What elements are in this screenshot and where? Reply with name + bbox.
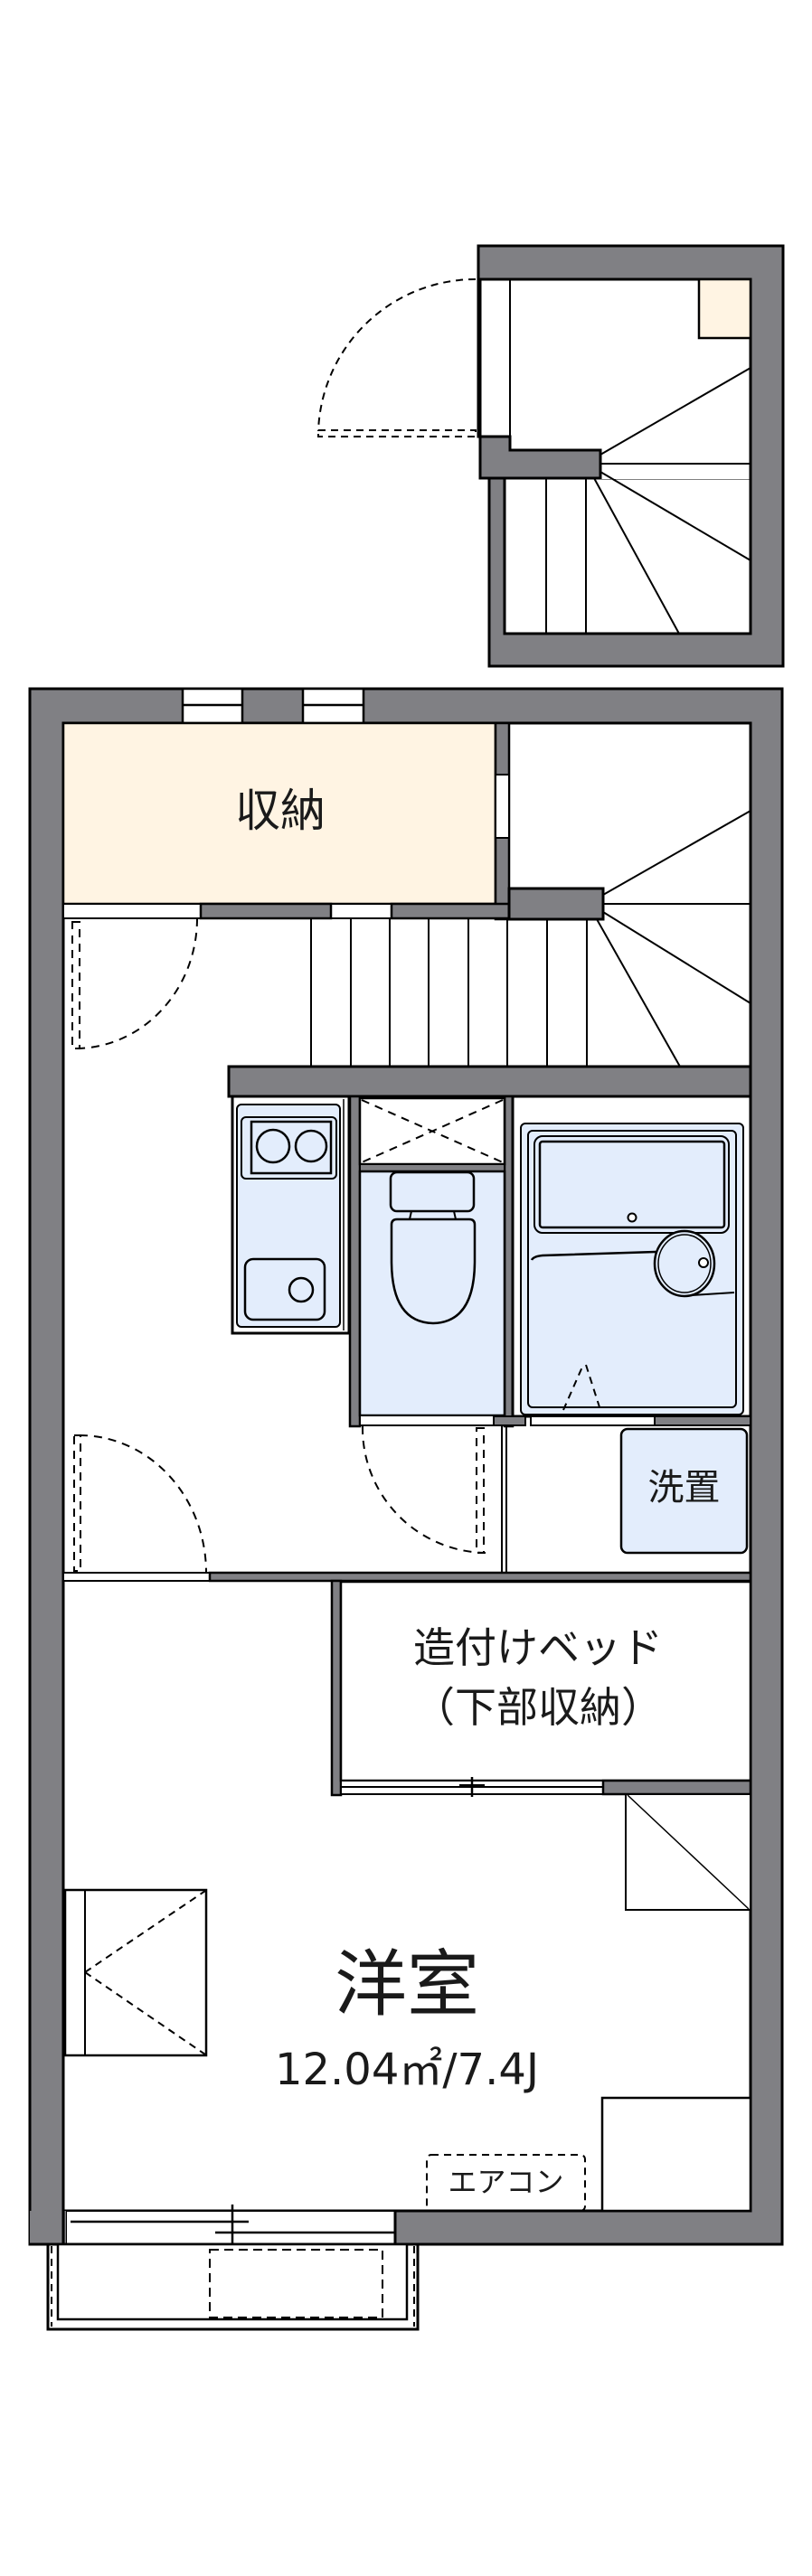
washer-space xyxy=(619,1427,749,1555)
toilet-room xyxy=(348,1095,515,1428)
toilet-bowl xyxy=(390,1217,477,1325)
built-in-bed xyxy=(330,1579,752,1911)
built-in-bed-label-line1: 造付けベッド xyxy=(413,1623,663,1672)
washer-label: 洗置 xyxy=(647,1467,721,1509)
balcony-window xyxy=(71,2205,395,2250)
storage-room xyxy=(61,721,511,921)
cabinet xyxy=(600,2096,752,2213)
closet xyxy=(63,1888,208,2057)
storage-label: 収納 xyxy=(235,785,326,837)
kitchen xyxy=(231,1095,351,1335)
hall-door-swing xyxy=(73,1434,207,1574)
staircase xyxy=(227,810,752,1098)
toilet-tank xyxy=(389,1170,476,1213)
western-room-label: 洋室 xyxy=(335,1942,479,2026)
balcony xyxy=(46,2242,420,2331)
room-partition xyxy=(62,1571,752,1583)
air-conditioner-box xyxy=(426,2154,586,2212)
western-room-area: 12.04㎡/7.4J xyxy=(274,2045,540,2095)
toilet-door-swing xyxy=(361,1425,486,1554)
air-conditioner-label: エアコン xyxy=(448,2165,564,2199)
entrance-door-swing xyxy=(317,278,477,437)
wash-basin xyxy=(653,1229,716,1298)
storage-door-swing xyxy=(71,917,198,1049)
unit-bath xyxy=(493,1095,752,1426)
sink xyxy=(243,1257,326,1321)
bathtub xyxy=(538,1140,726,1229)
built-in-bed-label-line2: （下部収納） xyxy=(413,1683,663,1732)
top-windows xyxy=(181,687,365,725)
upper-staircase xyxy=(477,244,785,668)
